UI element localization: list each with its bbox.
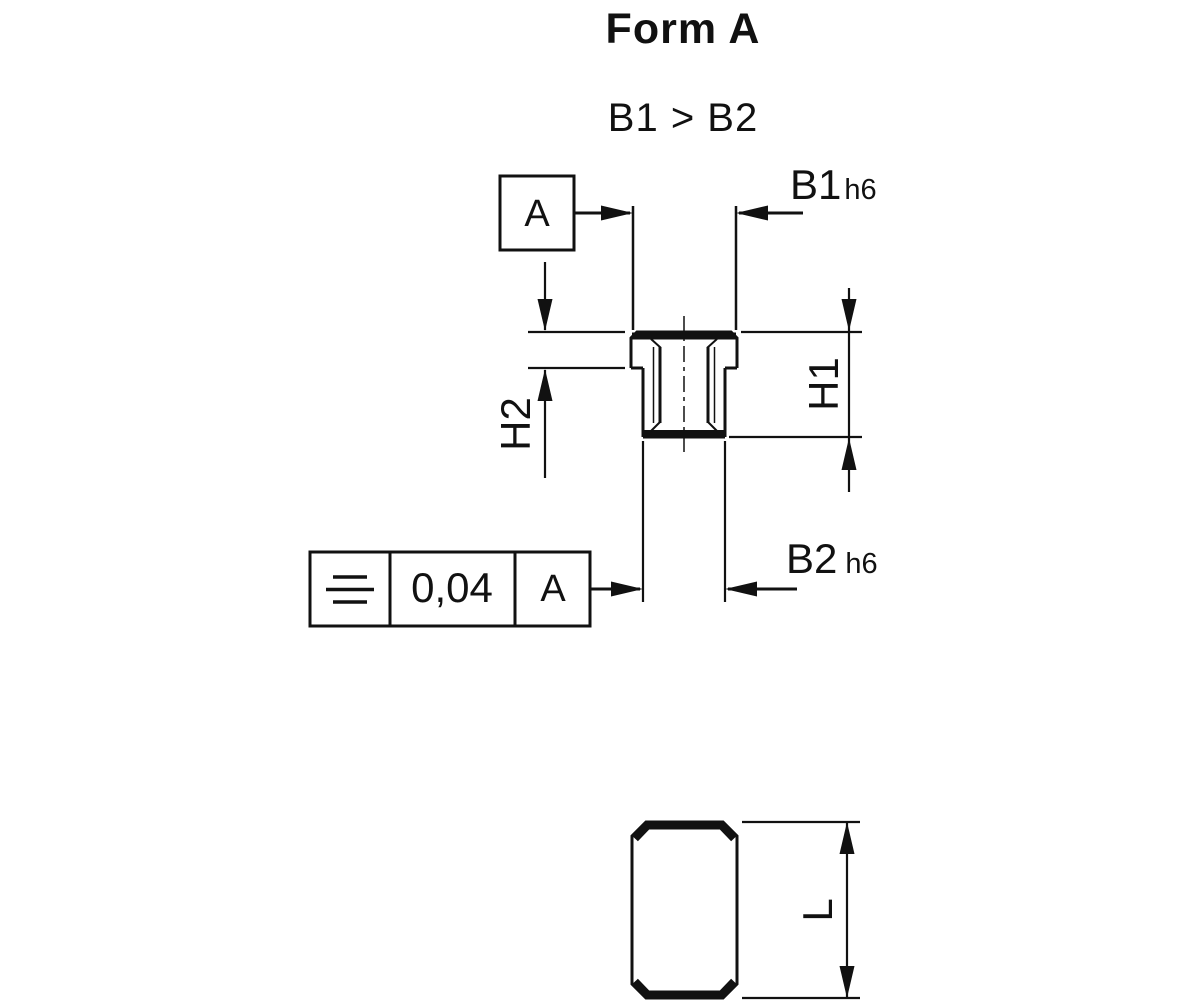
h1-dimension-lines <box>729 288 862 492</box>
form-condition-label: B1 > B2 <box>607 96 759 140</box>
datum-box <box>498 174 576 252</box>
l-dimension-label: L <box>794 898 841 922</box>
tolerance-frame-box <box>308 550 592 628</box>
b1-dimension-lines <box>574 205 803 330</box>
l-dimension-lines <box>742 820 860 1000</box>
b1-tolerance-text: h6 <box>844 174 877 206</box>
h2-dimension-label: H2 <box>492 397 539 451</box>
symmetry-icon <box>326 575 374 604</box>
b1-label-text: B1 <box>790 161 842 208</box>
tolerance-value: 0,04 <box>411 564 493 611</box>
drawing-title: Form A <box>605 5 761 53</box>
h2-dimension-lines <box>528 262 625 478</box>
part-side-view <box>630 820 739 1000</box>
b2-tolerance-text: h6 <box>845 548 878 580</box>
b2-label-text: B2 <box>786 535 838 582</box>
b2-dimension-lines <box>590 441 797 602</box>
h1-dimension-label: H1 <box>800 357 847 411</box>
datum-label: A <box>524 193 550 235</box>
part-section-view <box>629 316 739 452</box>
tolerance-datum-label: A <box>540 568 566 610</box>
